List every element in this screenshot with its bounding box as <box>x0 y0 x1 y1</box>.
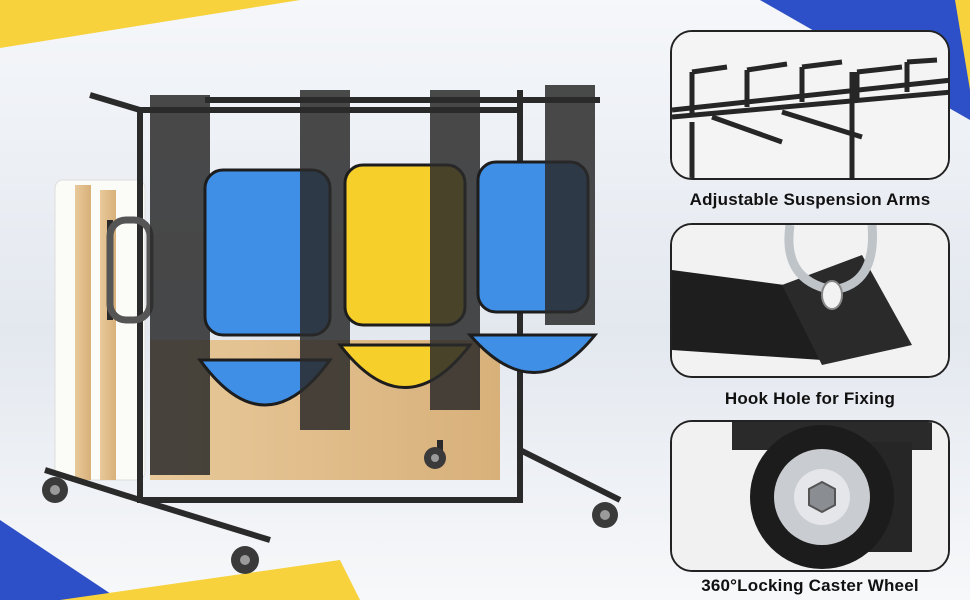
decor-yellow-top-left <box>0 0 300 48</box>
feature-caption-suspension-arms: Adjustable Suspension Arms <box>689 190 931 209</box>
suspension-arms-closeup <box>672 32 948 178</box>
decor-blue-bottom-left <box>0 520 120 600</box>
hook-hole-closeup <box>672 225 948 376</box>
feature-panel-caster-wheel <box>670 420 950 572</box>
chair-stack-right <box>430 85 599 410</box>
feature-caption-caster-wheel: 360°Locking Caster Wheel <box>701 576 919 595</box>
caster-wheel-closeup <box>672 422 948 570</box>
feature-caption-hook-hole: Hook Hole for Fixing <box>724 389 896 408</box>
decor-yellow-right <box>955 0 970 90</box>
feature-panel-hook-hole <box>670 223 950 378</box>
feature-panel-suspension-arms <box>670 30 950 180</box>
chair-stack-left <box>150 95 333 475</box>
decor-yellow-bottom <box>60 560 360 600</box>
